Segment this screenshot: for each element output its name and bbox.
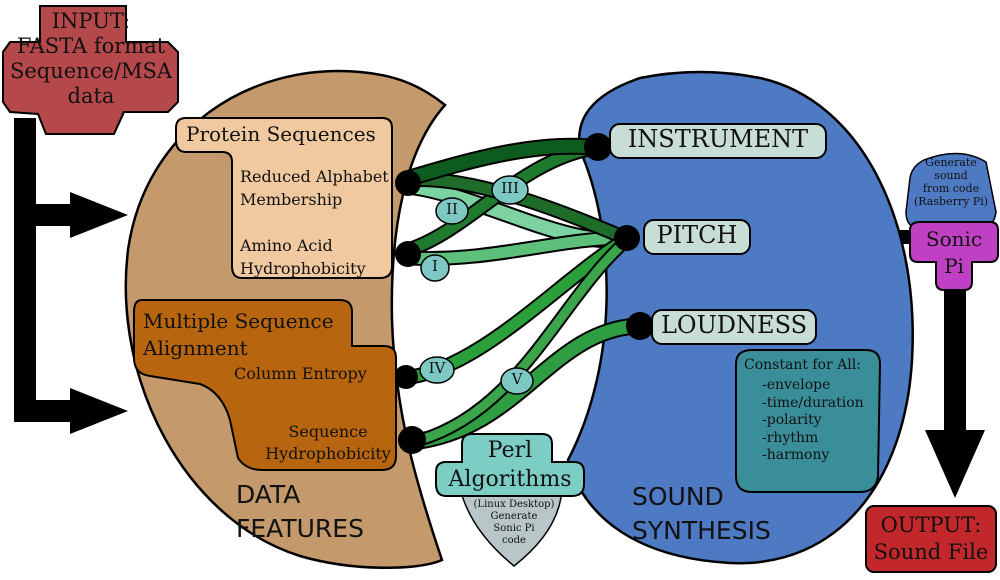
- output-line-2: Sound File: [873, 540, 989, 564]
- feature-seq-hydro-line-1: Sequence: [288, 422, 368, 441]
- feature-aa-hydrophobicity: Amino Acid Hydrophobicity: [240, 234, 366, 280]
- param-instrument: INSTRUMENT: [627, 125, 809, 153]
- connection-nodes: [394, 133, 654, 454]
- sonic-pi-sub-line-1: Generate: [925, 156, 977, 169]
- perl-title: Perl Algorithms: [436, 436, 584, 494]
- feature-reduced-alphabet-line-1: Reduced Alphabet: [240, 167, 389, 186]
- perl-sub-line-1: (Linux Desktop): [473, 499, 555, 510]
- sonic-pi-title: Sonic Pi: [910, 226, 998, 280]
- input-arrows: [14, 118, 128, 434]
- sonic-pi-title-line-2: Pi: [944, 254, 964, 278]
- input-label: INPUT: FASTA format Sequence/MSA data: [8, 9, 174, 109]
- feature-column-entropy: Column Entropy: [234, 364, 367, 383]
- sound-synthesis-title-line-1: SOUND: [632, 482, 724, 511]
- constant-item: -envelope: [762, 377, 831, 393]
- input-box: [2, 5, 179, 135]
- sonic-pi-sub-line-3: from code: [922, 182, 980, 195]
- constant-item: -rhythm: [762, 429, 819, 446]
- feature-aa-hydrophobicity-line-1: Amino Acid: [240, 236, 333, 255]
- constant-items: -envelope -time/duration -polarity -rhyt…: [762, 377, 864, 465]
- perl-sub-line-4: code: [502, 535, 526, 546]
- feature-reduced-alphabet-line-2: Membership: [240, 190, 343, 209]
- perl-sub-line-2: Generate: [490, 511, 538, 522]
- sonic-pi-sub-line-4: (Rasberry Pi): [913, 195, 989, 208]
- instrument-box: [609, 123, 827, 159]
- constant-title: Constant for All:: [744, 357, 861, 373]
- feature-aa-hydrophobicity-line-2: Hydrophobicity: [240, 259, 366, 278]
- connector-label-5: V: [511, 370, 523, 388]
- data-features-title: DATA FEATURES: [236, 478, 364, 546]
- connector-bubbles: [419, 175, 534, 395]
- msa-title-line-2: Alignment: [143, 336, 248, 360]
- perl-subtitle: (Linux Desktop) Generate Sonic Pi code: [460, 499, 568, 547]
- param-pitch: PITCH: [656, 221, 738, 249]
- sound-synthesis-title-line-2: SYNTHESIS: [632, 516, 771, 545]
- constant-box: [735, 349, 882, 493]
- connector-label-2: II: [446, 200, 458, 218]
- data-features-title-line-1: DATA: [236, 480, 301, 509]
- constant-item: -time/duration: [762, 394, 864, 411]
- constant-item: -polarity: [762, 412, 822, 428]
- feature-seq-hydro-line-2: Hydrophobicity: [265, 444, 391, 463]
- msa-box: [133, 299, 397, 471]
- protein-box: [175, 117, 393, 279]
- perl-sub-line-3: Sonic Pi: [493, 523, 535, 534]
- output-label: OUTPUT: Sound File: [866, 512, 996, 566]
- sonic-pi-title-line-1: Sonic: [925, 227, 983, 251]
- sonic-pi-box: [909, 221, 999, 291]
- sound-synthesis-title: SOUND SYNTHESIS: [632, 480, 771, 548]
- feature-reduced-alphabet: Reduced Alphabet Membership: [240, 165, 389, 211]
- data-features-title-line-2: FEATURES: [236, 514, 364, 543]
- output-line-1: OUTPUT:: [880, 513, 982, 537]
- sonic-pi-sub-line-2: sound: [934, 169, 968, 182]
- perl-title-line-2: Algorithms: [448, 467, 572, 492]
- pitch-box: [643, 219, 751, 255]
- output-arrow: [890, 230, 985, 498]
- input-line-4: data: [67, 84, 115, 108]
- msa-title: Multiple Sequence Alignment: [143, 308, 334, 362]
- loudness-box: [651, 309, 817, 345]
- connector-label-3: III: [501, 179, 519, 197]
- connector-bands: [402, 137, 639, 451]
- connector-label-4: IV: [428, 359, 446, 377]
- sonic-pi-subtitle: Generate sound from code (Rasberry Pi): [904, 156, 998, 208]
- connector-label-1: I: [432, 257, 438, 275]
- output-box: [865, 505, 997, 573]
- constant-item: -harmony: [762, 447, 830, 463]
- input-line-1: INPUT:: [51, 9, 131, 33]
- param-loudness: LOUDNESS: [660, 311, 808, 339]
- linux-box: [459, 487, 563, 567]
- feature-sequence-hydrophobicity: Sequence Hydrophobicity: [262, 421, 394, 465]
- input-line-2: FASTA format: [16, 34, 166, 58]
- msa-title-line-1: Multiple Sequence: [143, 309, 334, 333]
- protein-title: Protein Sequences: [186, 122, 376, 146]
- perl-box: [435, 433, 585, 497]
- perl-title-line-1: Perl: [487, 438, 533, 463]
- input-line-3: Sequence/MSA: [9, 59, 173, 83]
